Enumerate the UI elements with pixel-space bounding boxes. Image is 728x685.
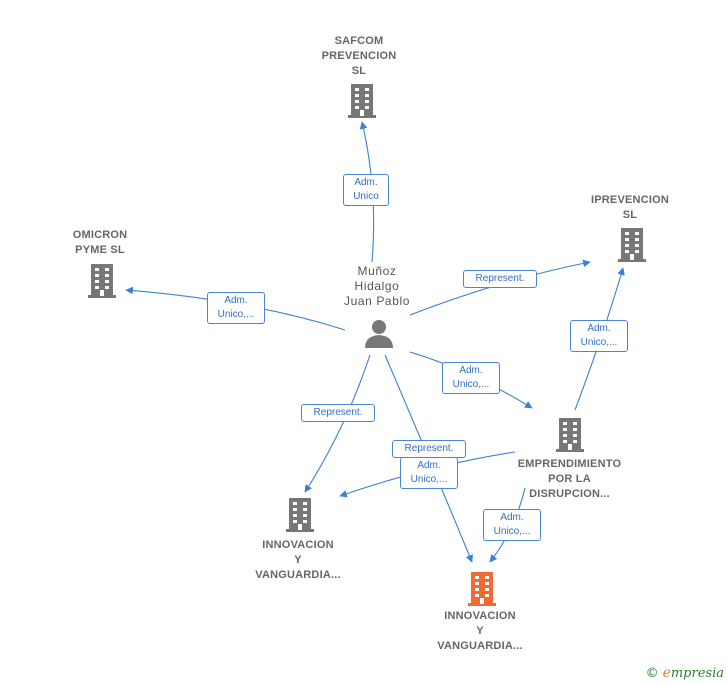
- edge-to-innovacion-gray: [304, 354, 371, 493]
- edge-label-to-innovacion-gray: Represent.: [301, 404, 375, 422]
- edge-label-emp-to-innovacion-focus: Adm. Unico,...: [483, 509, 541, 541]
- node-label-omicron[interactable]: OMICRON PYME SL: [72, 229, 128, 256]
- node-label-emprendimiento[interactable]: EMPRENDIMIENTO POR LA DISRUPCION...: [517, 458, 622, 500]
- edge-label-to-iprevencion: Represent.: [463, 270, 537, 288]
- edge-label-emp-to-iprevencion: Adm. Unico,...: [570, 320, 628, 352]
- copyright-icon: ©: [645, 666, 659, 681]
- node-label-innovacion-gray[interactable]: INNOVACION Y VANGUARDIA...: [255, 539, 341, 581]
- node-label-innovacion-focus[interactable]: INNOVACION Y VANGUARDIA...: [437, 610, 523, 652]
- node-label-iprevencion[interactable]: IPREVENCION SL: [591, 194, 669, 221]
- node-label-person[interactable]: Muñoz Hidalgo Juan Pablo: [343, 264, 411, 308]
- person-icon: [365, 320, 393, 348]
- building-icon: [556, 418, 584, 452]
- edge-label-emp-to-innovacion-gray: Adm. Unico,...: [400, 457, 458, 489]
- edge-label-to-emprendimiento: Adm. Unico,...: [442, 362, 500, 394]
- brand-rest: mpresia: [670, 666, 724, 681]
- building-icon: [348, 84, 376, 118]
- edge-label-to-innovacion-focus: Represent.: [392, 440, 466, 458]
- edge-label-to-safcom: Adm. Unico: [343, 174, 389, 206]
- building-icon: [468, 572, 496, 606]
- building-icon: [286, 498, 314, 532]
- building-icon: [618, 228, 646, 262]
- building-icon: [88, 264, 116, 298]
- brand-logo: ©empresia: [646, 665, 724, 681]
- edge-label-to-omicron: Adm. Unico,...: [207, 292, 265, 324]
- node-label-safcom[interactable]: SAFCOM PREVENCION SL: [321, 35, 397, 77]
- brand-e: e: [662, 665, 671, 681]
